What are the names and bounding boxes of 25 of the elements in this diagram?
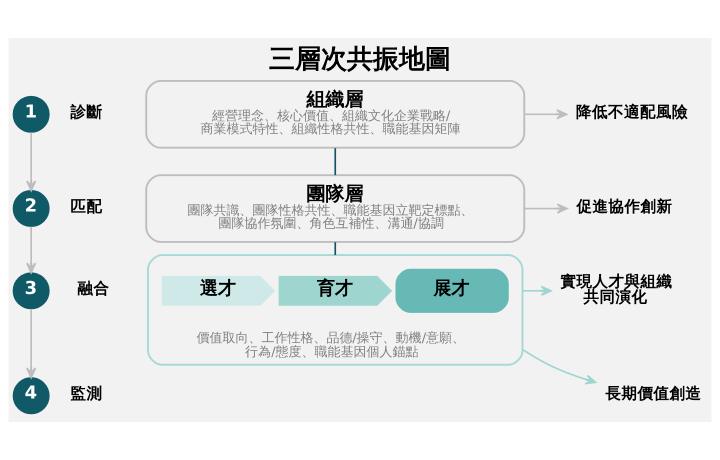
node-circle: 1	[12, 96, 50, 133]
node-box: 組織層 經營理念、核心價值、組織文化企業戰略/商業模式特性、組織性格共性、職能基因矩陣	[145, 80, 526, 149]
node-text: 促進協作創新	[576, 197, 673, 216]
connector	[334, 148, 336, 176]
arrow	[524, 203, 568, 214]
node-label: 融合	[78, 280, 110, 298]
node-label: 匹配	[70, 197, 103, 216]
arrow	[26, 226, 36, 274]
arrow	[524, 109, 568, 120]
node-box: 展才	[395, 268, 509, 313]
node-label: 監測	[70, 384, 103, 403]
node-circle: 3	[12, 272, 50, 310]
arrow	[522, 348, 596, 385]
node-box: 團隊層 團隊共識、團隊性格共性、職能基因立靶定標點、團隊協作氛圍、角色互補性、溝通/協調	[145, 174, 526, 243]
diagram-title: 三層次共振地圖	[268, 44, 451, 74]
arrow	[26, 308, 36, 378]
node-circle: 2	[12, 190, 50, 228]
arrow	[522, 286, 552, 296]
arrow	[26, 132, 36, 192]
node-label: 診斷	[70, 103, 103, 122]
connector	[334, 242, 336, 256]
node-text: 實現人才與組織共同演化	[560, 272, 673, 306]
node-text: 長期價值創造	[605, 384, 702, 403]
node-text: 降低不適配風險	[576, 103, 688, 122]
node-circle: 4	[12, 377, 50, 414]
